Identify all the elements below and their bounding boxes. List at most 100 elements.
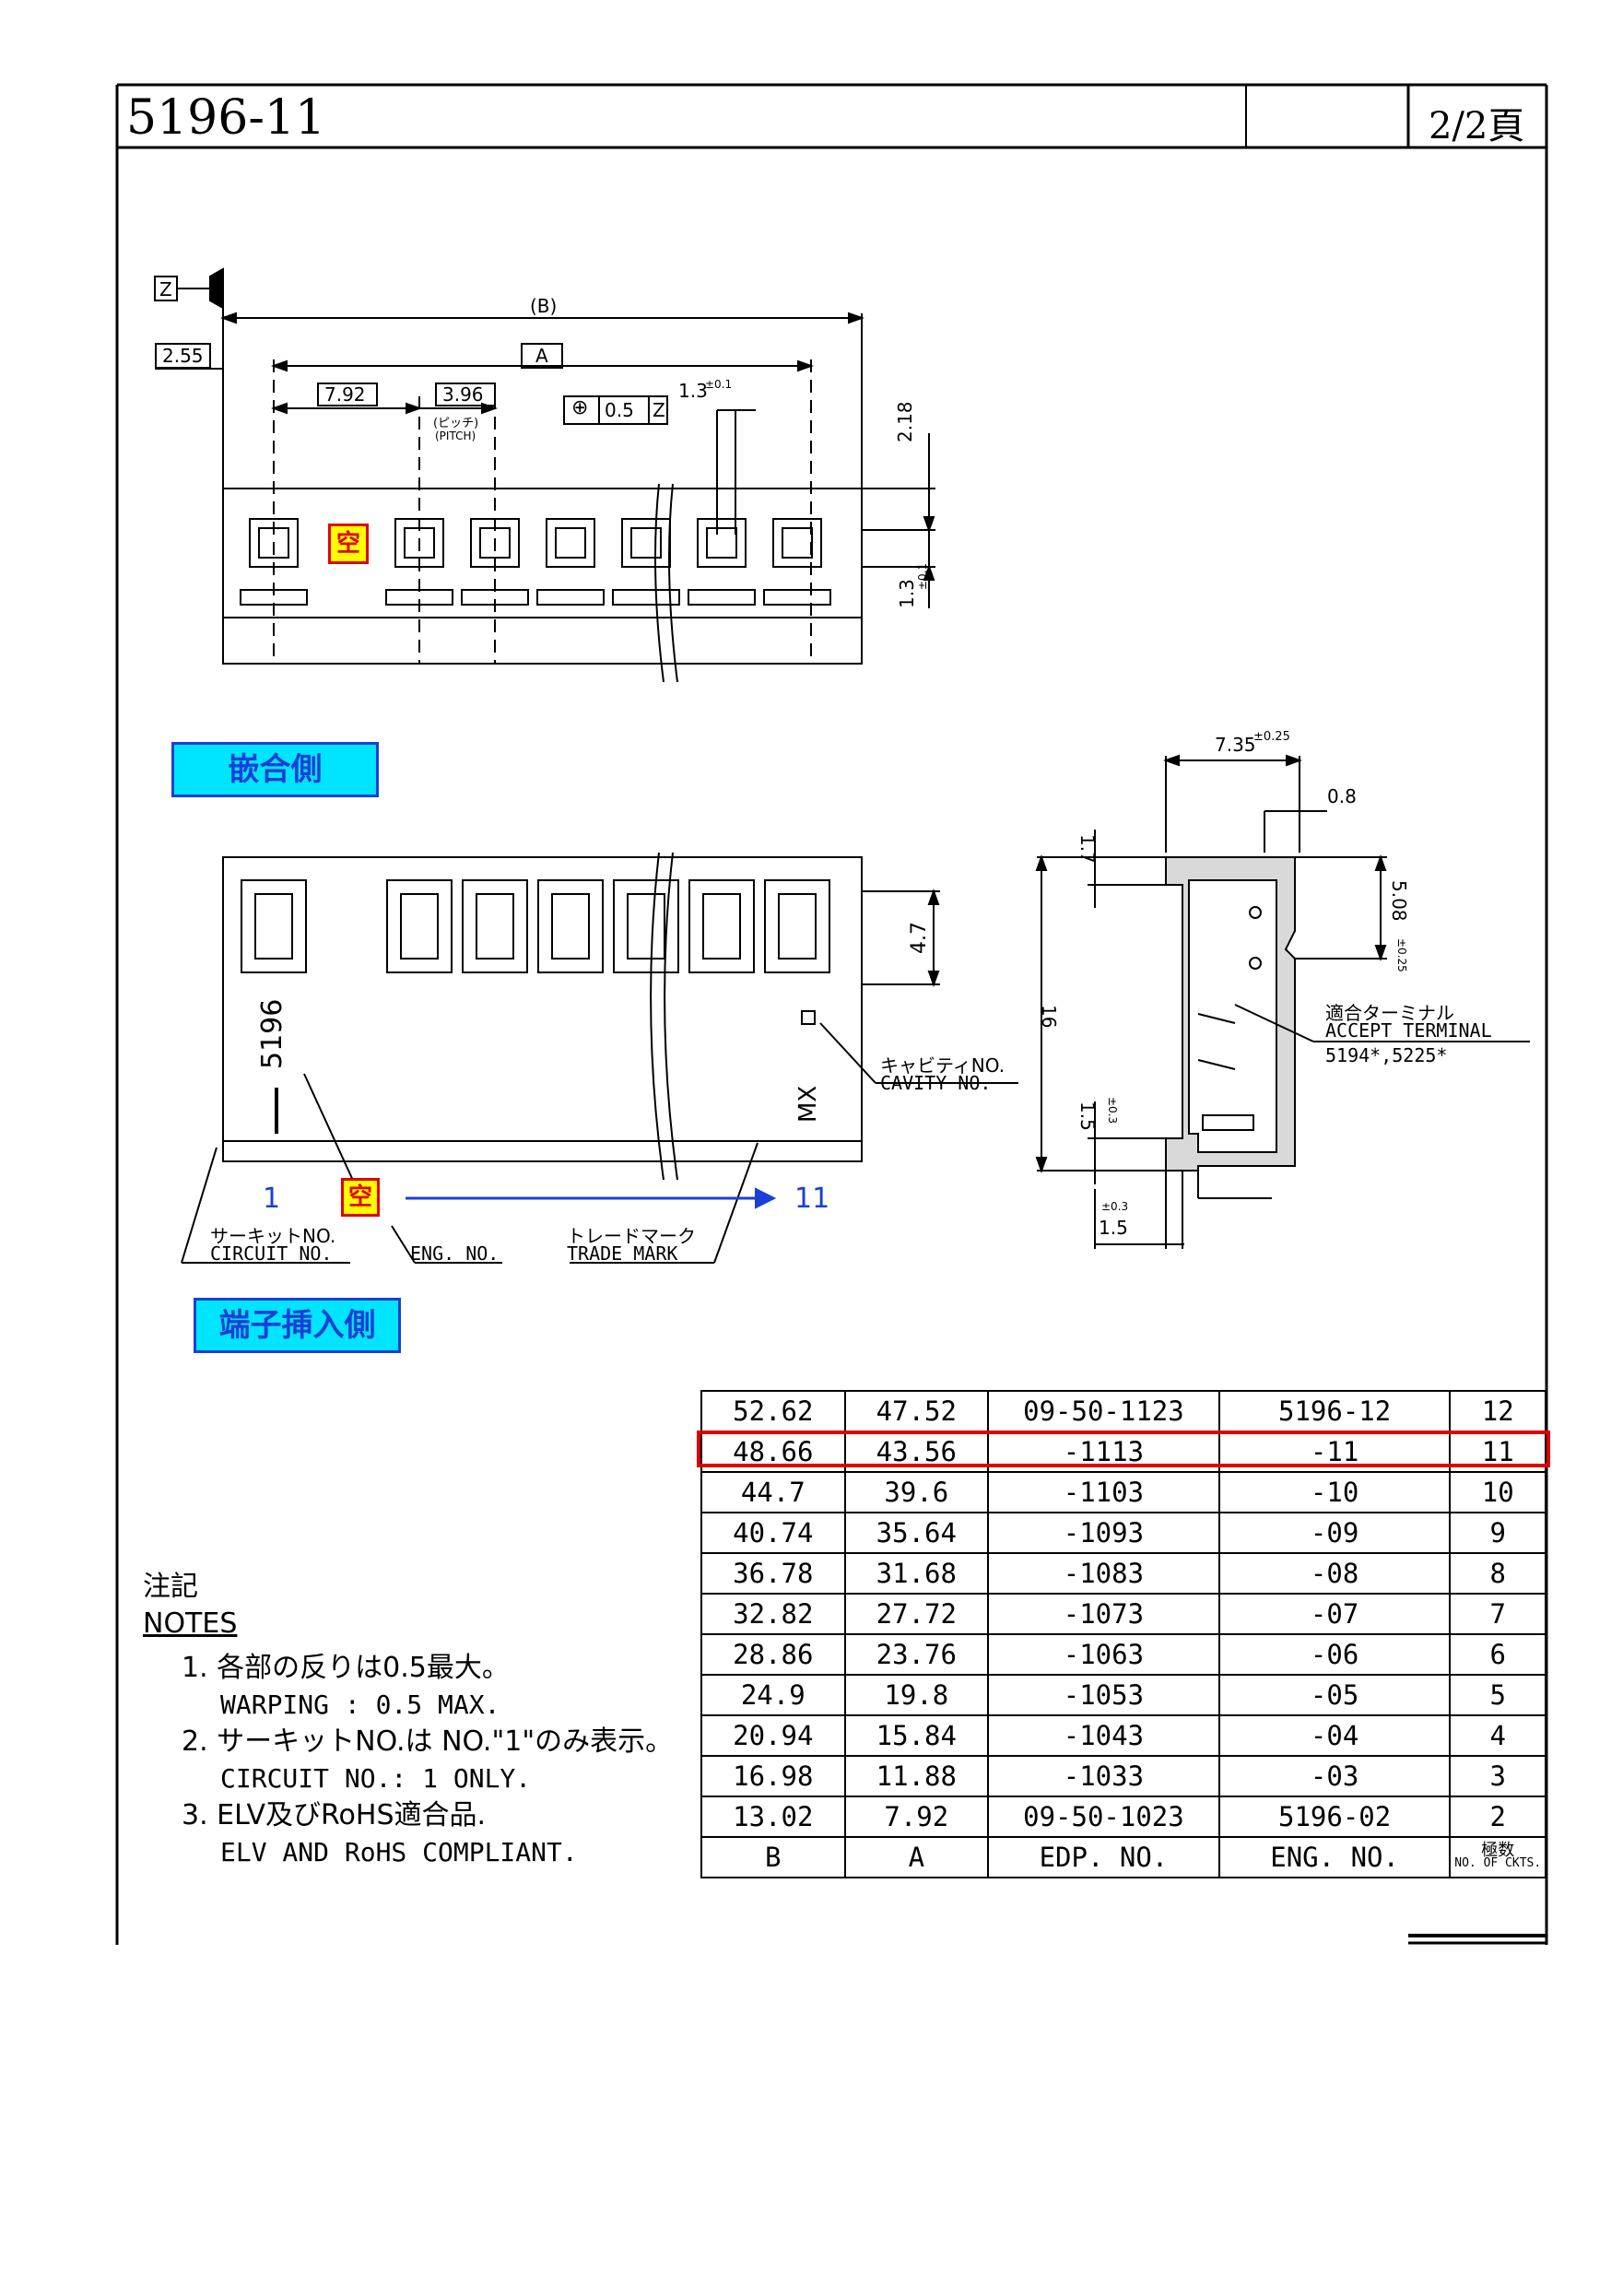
table-cell: 27.72	[843, 1593, 990, 1635]
terminal-en-label: ACCEPT TERMINAL	[1325, 1019, 1492, 1042]
table-cell: 28.86	[700, 1633, 846, 1676]
latch-slot	[240, 589, 308, 606]
cavity-en-label: CAVITY NO.	[880, 1072, 992, 1094]
table-cell: -05	[1217, 1674, 1452, 1716]
latch-slot	[763, 589, 831, 606]
table-cell: -1053	[987, 1674, 1220, 1716]
table-cell: -07	[1217, 1593, 1452, 1635]
table-cell: -1083	[987, 1552, 1220, 1595]
table-cell: 39.6	[843, 1471, 990, 1513]
front-cavity-inner	[400, 893, 439, 960]
part-number: 5196-11	[126, 90, 326, 146]
table-cell: 5	[1449, 1674, 1547, 1716]
table-cell: -08	[1217, 1552, 1452, 1595]
header-ckts: 極数 NO. OF CKTS.	[1449, 1836, 1547, 1878]
table-cell: 12	[1449, 1390, 1547, 1432]
side-dim-bottom-tol-label: ±0.3	[1101, 1200, 1129, 1213]
dim-hole-tol-label: ±0.1	[705, 378, 733, 391]
cavity-square	[394, 518, 444, 568]
table-cell: -1073	[987, 1593, 1220, 1635]
side-dim-lower-tol-label: ±0.3	[1106, 1097, 1119, 1124]
table-cell: 13.02	[700, 1796, 846, 1838]
dim-pitch-first-label: 7.92	[324, 383, 366, 406]
front-cavity-outer	[688, 879, 755, 973]
side-dim-lower-label: 1.5	[1076, 1101, 1099, 1131]
table-cell: -09	[1217, 1512, 1452, 1554]
front-cavity-outer	[241, 879, 307, 973]
table-cell: -03	[1217, 1755, 1452, 1797]
table-cell: 2	[1449, 1796, 1547, 1838]
circuit-end-label: 11	[794, 1183, 830, 1215]
note-2-en: CIRCUIT NO.: 1 ONLY.	[220, 1763, 532, 1794]
front-cavity-inner	[778, 893, 817, 960]
front-view	[181, 852, 1018, 1264]
table-cell: -10	[1217, 1471, 1452, 1513]
side-dim-top-label: 0.8	[1327, 785, 1357, 807]
front-dim-height-label: 4.7	[908, 922, 931, 954]
side-dim-pitch-tol-label: ±0.25	[1395, 938, 1408, 972]
side-dim-total-label: 16	[1038, 1005, 1060, 1029]
table-cell: -1093	[987, 1512, 1220, 1554]
table-cell: 7.92	[843, 1796, 990, 1838]
side-dim-width-label: 7.35	[1215, 734, 1256, 756]
eng-no-label: ENG. NO.	[410, 1242, 500, 1265]
table-cell: 5196-02	[1217, 1796, 1452, 1838]
selected-row-highlight	[697, 1431, 1550, 1467]
blank-eng-marker: 空	[341, 1178, 380, 1217]
mx-mark-label: MX	[794, 1085, 822, 1123]
side-dim-bottom-label: 1.5	[1099, 1217, 1128, 1239]
table-cell: 7	[1449, 1593, 1547, 1635]
note-2-jp: 2. サーキットNO.は NO."1"のみ表示。	[182, 1725, 674, 1758]
tolerance-value-label: 0.5	[605, 399, 634, 421]
front-cavity-outer	[386, 879, 453, 973]
position-tolerance-icon: ⊕	[571, 396, 589, 419]
table-cell: -06	[1217, 1633, 1452, 1676]
circuit-start-label: 1	[263, 1183, 281, 1215]
header-edp: EDP. NO.	[987, 1836, 1220, 1878]
tolerance-datum-label: Z	[653, 399, 665, 421]
latch-slot	[461, 589, 529, 606]
table-cell: 35.64	[843, 1512, 990, 1554]
page-indicator: 2/2頁	[1429, 105, 1525, 147]
cavity-jp-label: キャビティNO.	[880, 1054, 1006, 1077]
terminal-side-label: 端子挿入側	[194, 1298, 401, 1353]
table-cell: 32.82	[700, 1593, 846, 1635]
table-cell: 31.68	[843, 1552, 990, 1595]
cavity-square-inner	[479, 527, 511, 559]
dim-pitch-label: 3.96	[442, 383, 484, 406]
circuit-no-en-label: CIRCUIT NO.	[210, 1242, 333, 1265]
table-cell: 09-50-1023	[987, 1796, 1220, 1838]
side-dim-upper-label: 1.7	[1076, 834, 1099, 864]
front-cavity-outer	[764, 879, 830, 973]
front-cavity-outer	[613, 879, 679, 973]
table-cell: 6	[1449, 1633, 1547, 1676]
header-b: B	[700, 1836, 846, 1878]
front-cavity-inner	[551, 893, 590, 960]
side-dim-width-tol-label: ±0.25	[1253, 730, 1290, 744]
table-cell: 36.78	[700, 1552, 846, 1595]
dim-slot-label: 1.3	[896, 579, 918, 608]
note-3-jp: 3. ELV及びRoHS適合品.	[182, 1799, 487, 1831]
cavity-square-inner	[555, 527, 586, 559]
top-view	[154, 267, 935, 683]
cavity-square-inner	[258, 527, 289, 559]
table-cell: 52.62	[700, 1390, 846, 1432]
table-cell: 19.8	[843, 1674, 990, 1716]
table-cell: 16.98	[700, 1755, 846, 1797]
table-cell: 15.84	[843, 1714, 990, 1757]
dim-hole-label: 1.3	[678, 380, 708, 402]
note-1-en: WARPING : 0.5 MAX.	[220, 1690, 500, 1720]
mating-side-label: 嵌合側	[171, 742, 379, 797]
table-cell: -1063	[987, 1633, 1220, 1676]
front-cavity-inner	[254, 893, 293, 960]
terminal-parts-label: 5194*,5225*	[1325, 1044, 1448, 1066]
table-cell: 44.7	[700, 1471, 846, 1513]
table-cell: 3	[1449, 1755, 1547, 1797]
cavity-square	[772, 518, 822, 568]
